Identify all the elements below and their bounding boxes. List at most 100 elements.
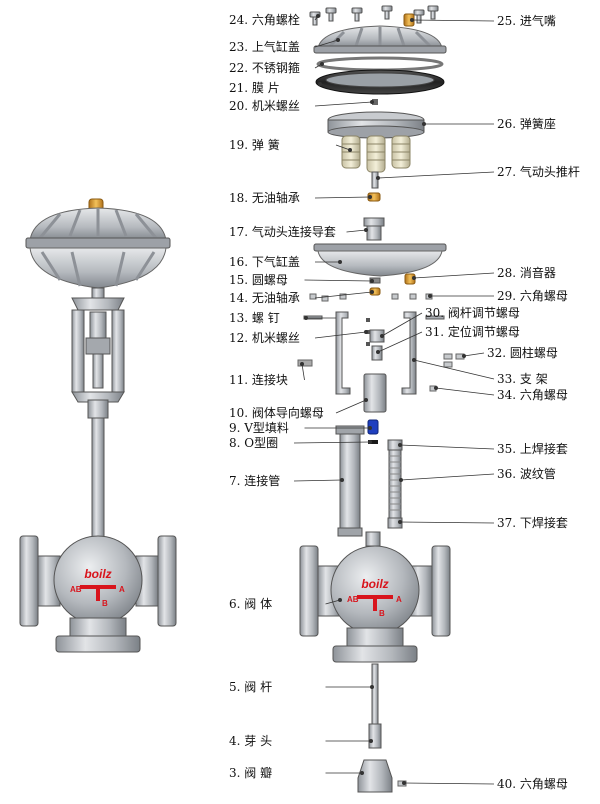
right-label-1: 26. 弹簧座 [497,116,556,131]
body-guide-nut [363,373,387,413]
right-leader-2 [377,171,495,179]
right-leader-8 [413,359,495,380]
assembled-valve: boilz AB A B [19,198,177,653]
center-port-b: B [379,609,385,618]
left-leader-12 [314,331,367,339]
left-leader-dot-17 [339,477,344,482]
leader-lines [293,13,495,786]
valve-disc [357,759,393,793]
cylinder-nuts [443,353,465,368]
left-leader-dot-4 [369,100,374,105]
left-leader-dot-13 [299,361,304,366]
right-leader-dot-7 [461,353,466,358]
left-label-1: 23. 上气缸盖 [229,39,300,54]
right-label-11: 36. 波纹管 [497,466,556,481]
round-nut [369,277,381,284]
left-leader-7 [346,229,367,233]
left-leader-dot-0 [315,13,320,18]
right-label-9: 34. 六角螺母 [497,388,568,402]
o-ring [368,440,378,444]
center-brand-mark: boilz [361,577,388,591]
bellows [388,449,402,519]
right-label-6: 31. 定位调节螺母 [425,324,520,339]
left-leader-dot-21 [359,771,364,776]
springs [341,135,411,173]
left-label-16: 8. O型圈 [229,436,278,450]
left-leader-dot-1 [335,38,340,43]
hex-nut-40 [397,780,407,787]
left-label-17: 7. 连接管 [229,473,280,488]
left-leader-dot-12 [363,329,368,334]
right-leader-12 [399,521,495,524]
left-brand-mark: boilz [84,567,111,581]
left-label-5: 19. 弹 簧 [229,137,280,152]
right-leader-5 [381,312,423,337]
set-screw-20 [372,99,378,105]
left-leader-1 [314,39,339,48]
right-leader-13 [403,782,495,785]
right-leader-dot-2 [375,175,380,180]
left-label-19: 5. 阀 杆 [229,680,272,694]
left-label-15: 9. V型填料 [229,421,289,435]
right-label-12: 37. 下焊接套 [497,515,568,530]
left-leader-18 [325,599,341,605]
right-leader-dot-8 [411,357,416,362]
right-label-0: 25. 进气嘴 [497,13,556,28]
right-label-7: 32. 圆柱螺母 [487,345,558,360]
right-label-8: 33. 支 架 [497,372,548,386]
left-leader-13 [301,363,305,381]
left-label-8: 16. 下气缸盖 [229,254,300,269]
left-label-14: 10. 阀体导向螺母 [229,405,324,420]
left-leader-dot-7 [363,227,368,232]
bracket [335,311,417,395]
spring-seat [327,111,425,139]
center-port-a: A [396,595,402,604]
right-label-5: 30. 阀杆调节螺母 [425,306,520,320]
left-leader-5 [335,144,351,151]
left-label-10: 14. 无油轴承 [229,290,300,305]
lower-cover [313,243,447,277]
left-label-7: 17. 气动头连接导套 [229,224,336,239]
left-leader-dot-15 [367,425,372,430]
left-label-18: 6. 阀 体 [229,597,272,611]
center-port-ab: AB [347,595,359,604]
left-leader-dot-5 [347,147,352,152]
right-leader-9 [435,387,495,396]
right-leader-dot-10 [397,442,402,447]
right-leader-dot-4 [427,293,432,298]
lower-weld-sleeve [387,517,403,529]
left-label-3: 21. 膜 片 [229,81,280,95]
left-leader-dot-16 [367,439,372,444]
right-label-2: 27. 气动头推杆 [497,164,580,179]
left-label-11: 13. 螺 钉 [229,311,280,325]
left-leader-10 [314,291,373,299]
valve-body [299,531,451,663]
diaphragm [315,69,445,95]
right-label-3: 28. 消音器 [497,265,556,280]
right-leader-dot-5 [379,333,384,338]
left-leader-9 [304,279,373,282]
right-leader-10 [399,444,495,450]
left-label-21: 3. 阀 瓣 [229,766,272,780]
right-leader-dot-1 [421,122,426,127]
left-leader-dot-2 [319,62,324,67]
right-leader-3 [413,272,495,279]
right-label-13: 40. 六角螺母 [497,777,568,791]
left-label-13: 11. 连接块 [229,372,288,387]
left-label-2: 22. 不锈钢箍 [229,60,300,75]
right-label-4: 29. 六角螺母 [497,289,568,303]
right-leader-dot-0 [409,17,414,22]
exploded-parts: boilz AB A B [297,5,465,793]
valve-stem [371,663,379,725]
left-leader-dot-10 [369,289,374,294]
left-port-ab: AB [70,585,82,594]
left-leader-4 [314,101,373,107]
left-port-a: A [119,585,125,594]
right-leader-0 [411,19,495,22]
left-leader-dot-6 [367,194,372,199]
left-label-20: 4. 芽 头 [229,734,272,748]
left-label-4: 20. 机米螺丝 [229,99,300,113]
right-leader-dot-13 [401,781,406,786]
v-packing [367,419,379,435]
